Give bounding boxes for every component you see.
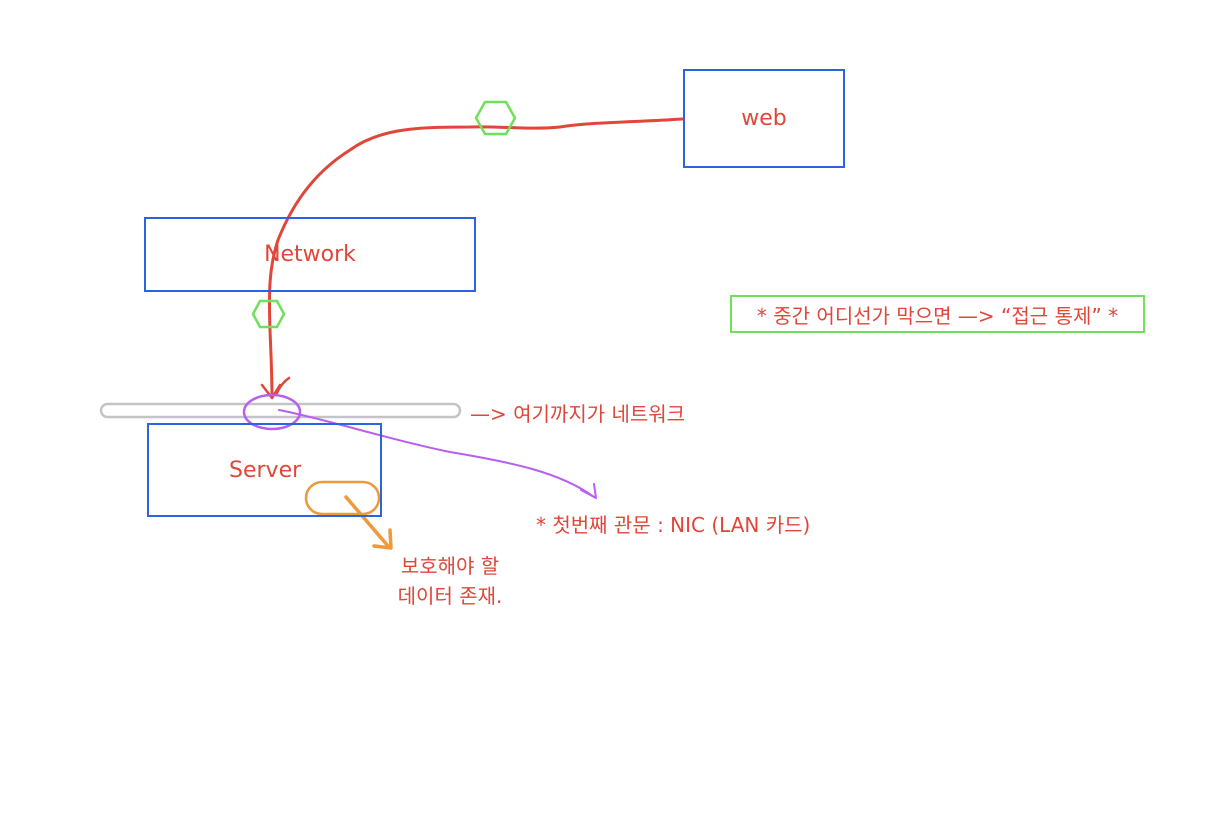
data-marker [304,480,381,516]
web-node: web [683,69,845,168]
access-control-note: * 중간 어디선가 막으면 —> “접근 통제” * [730,295,1145,333]
protected-data-note: 보호해야 할 데이터 존재. [370,551,530,611]
network-boundary-bar [99,402,462,419]
protected-data-line1: 보호해야 할 [400,554,500,578]
network-boundary-note: —> 여기까지가 네트워크 [470,402,686,426]
web-node-label: web [741,106,787,131]
server-node-label: Server [229,458,302,483]
data-arrow [344,495,390,548]
first-gate-note: * 첫번째 관문 : NIC (LAN 카드) [536,513,811,537]
gate-hexagon-top [474,100,517,136]
network-node-label: Network [264,242,356,267]
gate-hexagon-mid [251,299,286,329]
nic-arrowhead [580,483,597,499]
nic-arrow [278,409,595,498]
network-node: Network [144,217,476,292]
data-arrowhead [372,528,393,550]
route-line [267,117,684,399]
server-node: Server [147,423,382,517]
access-control-note-text: * 중간 어디선가 막으면 —> “접근 통제” * [756,303,1119,328]
route-arrowhead [260,376,291,400]
nic-marker [242,393,302,431]
protected-data-line2: 데이터 존재. [397,584,503,608]
